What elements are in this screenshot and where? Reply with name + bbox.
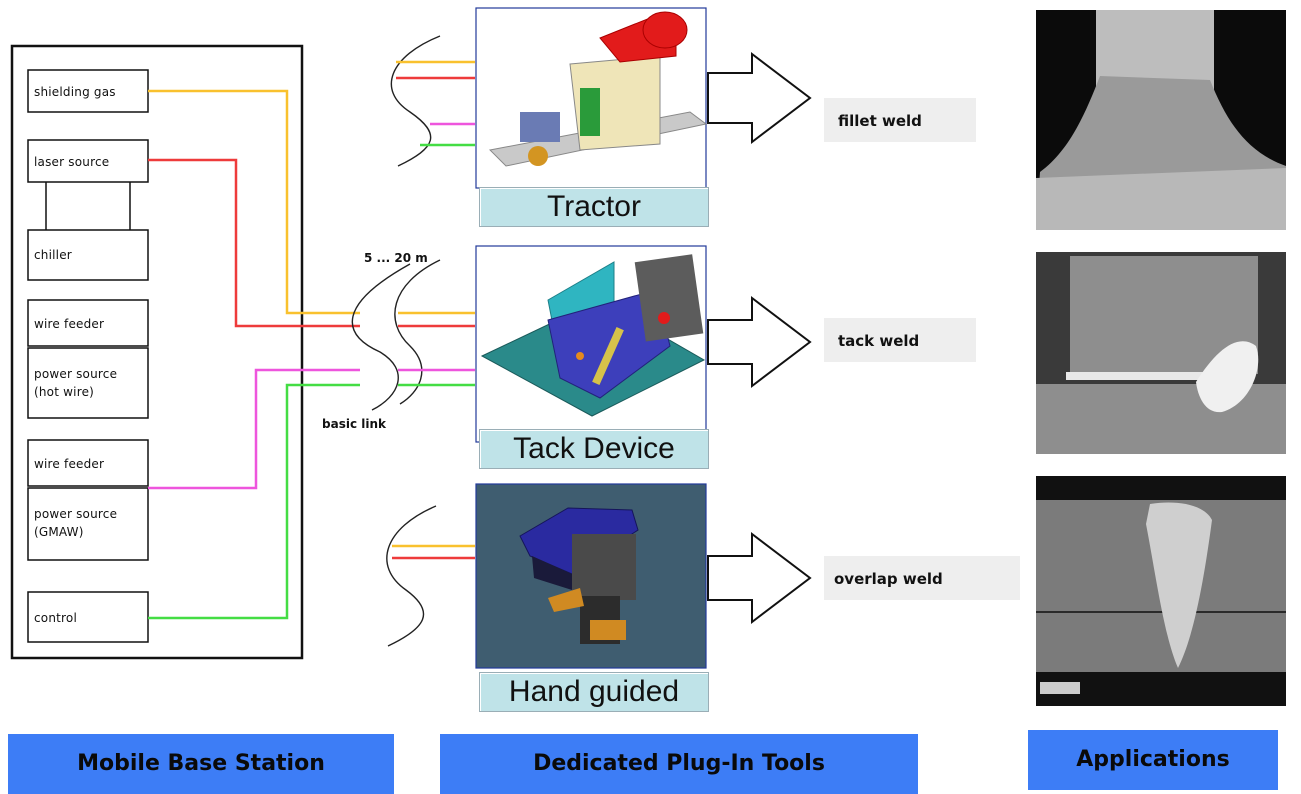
module-power-source-gmaw: power source (GMAW): [27, 487, 149, 561]
link-break-mark-left: [351, 263, 411, 411]
tack-weld-micrograph: [1036, 252, 1286, 454]
weld-label-overlap: overlap weld: [834, 570, 943, 588]
module-wire-feeder-1: wire feeder: [27, 299, 149, 347]
tractor-image: [475, 7, 708, 189]
weld-label-fillet: fillet weld: [838, 112, 922, 130]
module-label-power-source-2: power source: [34, 507, 117, 521]
basic-link-label: basic link: [322, 417, 387, 431]
hand-guided-break-mark: [386, 505, 437, 647]
weld-label-bg-overlap: [824, 556, 1020, 600]
module-power-source-hotwire: power source (hot wire): [27, 347, 149, 419]
module-label-control: control: [34, 611, 77, 625]
tool-caption-tractor: Tractor: [479, 187, 709, 227]
cable-control: [148, 383, 360, 620]
module-wire-feeder-2: wire feeder: [27, 439, 149, 487]
hand-guided-image: [475, 483, 707, 669]
module-laser-source: laser source: [27, 139, 149, 183]
module-shielding-gas: shielding gas: [27, 69, 149, 113]
footer-dedicated-plug-in-tools: Dedicated Plug-In Tools: [440, 734, 918, 794]
arrow-tractor: [707, 51, 812, 145]
arrow-tack: [707, 295, 812, 389]
arrow-hand-guided: [707, 531, 812, 625]
fillet-weld-micrograph: [1036, 10, 1286, 230]
module-chiller: chiller: [27, 229, 149, 281]
tool-caption-tack-device: Tack Device: [479, 429, 709, 469]
tractor-break-mark: [390, 35, 441, 167]
module-sublabel-hotwire: (hot wire): [34, 385, 94, 399]
module-label-shielding-gas: shielding gas: [34, 85, 116, 99]
module-label-wire-feeder-2: wire feeder: [34, 457, 104, 471]
footer-applications: Applications: [1028, 730, 1278, 790]
cable-shielding-gas: [148, 89, 360, 315]
module-label-power-source-1: power source: [34, 367, 117, 381]
base-station-frame: [10, 44, 304, 660]
module-control: control: [27, 591, 149, 643]
cable-wire: [148, 368, 360, 490]
footer-mobile-base-station: Mobile Base Station: [8, 734, 394, 794]
module-label-chiller: chiller: [34, 248, 72, 262]
tool-caption-hand-guided: Hand guided: [479, 672, 709, 712]
tack-device-image: [475, 245, 707, 443]
link-break-mark-right: [394, 259, 441, 405]
module-label-laser-source: laser source: [34, 155, 109, 169]
module-sublabel-gmaw: (GMAW): [34, 525, 84, 539]
weld-label-bg-fillet: [824, 98, 976, 142]
module-label-wire-feeder-1: wire feeder: [34, 317, 104, 331]
link-distance-label: 5 ... 20 m: [364, 251, 428, 265]
weld-label-bg-tack: [824, 318, 976, 362]
weld-label-tack: tack weld: [838, 332, 919, 350]
overlap-weld-micrograph: [1036, 476, 1286, 706]
cable-laser: [148, 158, 360, 328]
